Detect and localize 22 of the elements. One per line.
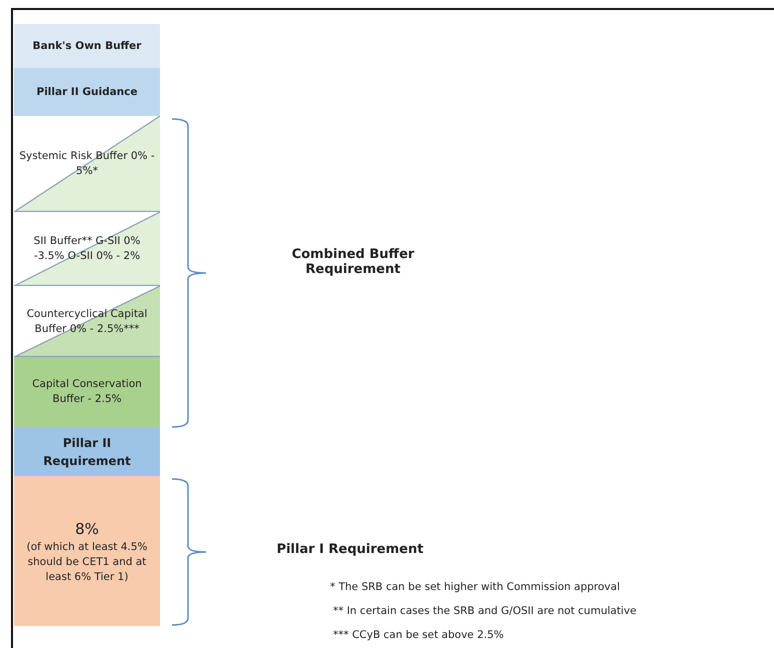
footnote: * The SRB can be set higher with Commission approval <box>330 581 620 593</box>
guidance-block <box>14 68 160 116</box>
buffer-block <box>14 212 160 286</box>
brace-label: Pillar I Requirement <box>276 542 424 557</box>
block-label: Pillar II Guidance <box>36 84 138 100</box>
block-label: SII Buffer** G-SII 0% -3.5% O-SII 0% - 2% <box>32 234 142 264</box>
block-label: Systemic Risk Buffer 0% - 5%* <box>18 149 156 179</box>
block-label: 8% <box>74 518 100 540</box>
block-label: Pillar II Requirement <box>42 434 132 470</box>
block-label: Countercyclical Capital Buffer 0% - 2.5%*** <box>26 306 148 336</box>
buffer-block <box>14 116 160 212</box>
block-label: Capital Conservation Buffer - 2.5% <box>31 377 143 407</box>
block-label: Bank's Own Buffer <box>32 38 142 54</box>
buffer-block <box>14 24 160 68</box>
buffer-block <box>14 286 160 357</box>
footnote: ** In certain cases the SRB and G/OSII are not cumulative <box>333 605 636 617</box>
brace-label: Combined Buffer Requirement <box>290 247 416 277</box>
block-label: (of which at least 4.5% should be CET1 and at least 6% Tier 1) <box>26 540 148 584</box>
buffer-block <box>14 357 160 427</box>
footnote: *** CCyB can be set above 2.5% <box>333 629 504 641</box>
requirement-block <box>14 476 160 626</box>
requirement-block <box>14 427 160 476</box>
